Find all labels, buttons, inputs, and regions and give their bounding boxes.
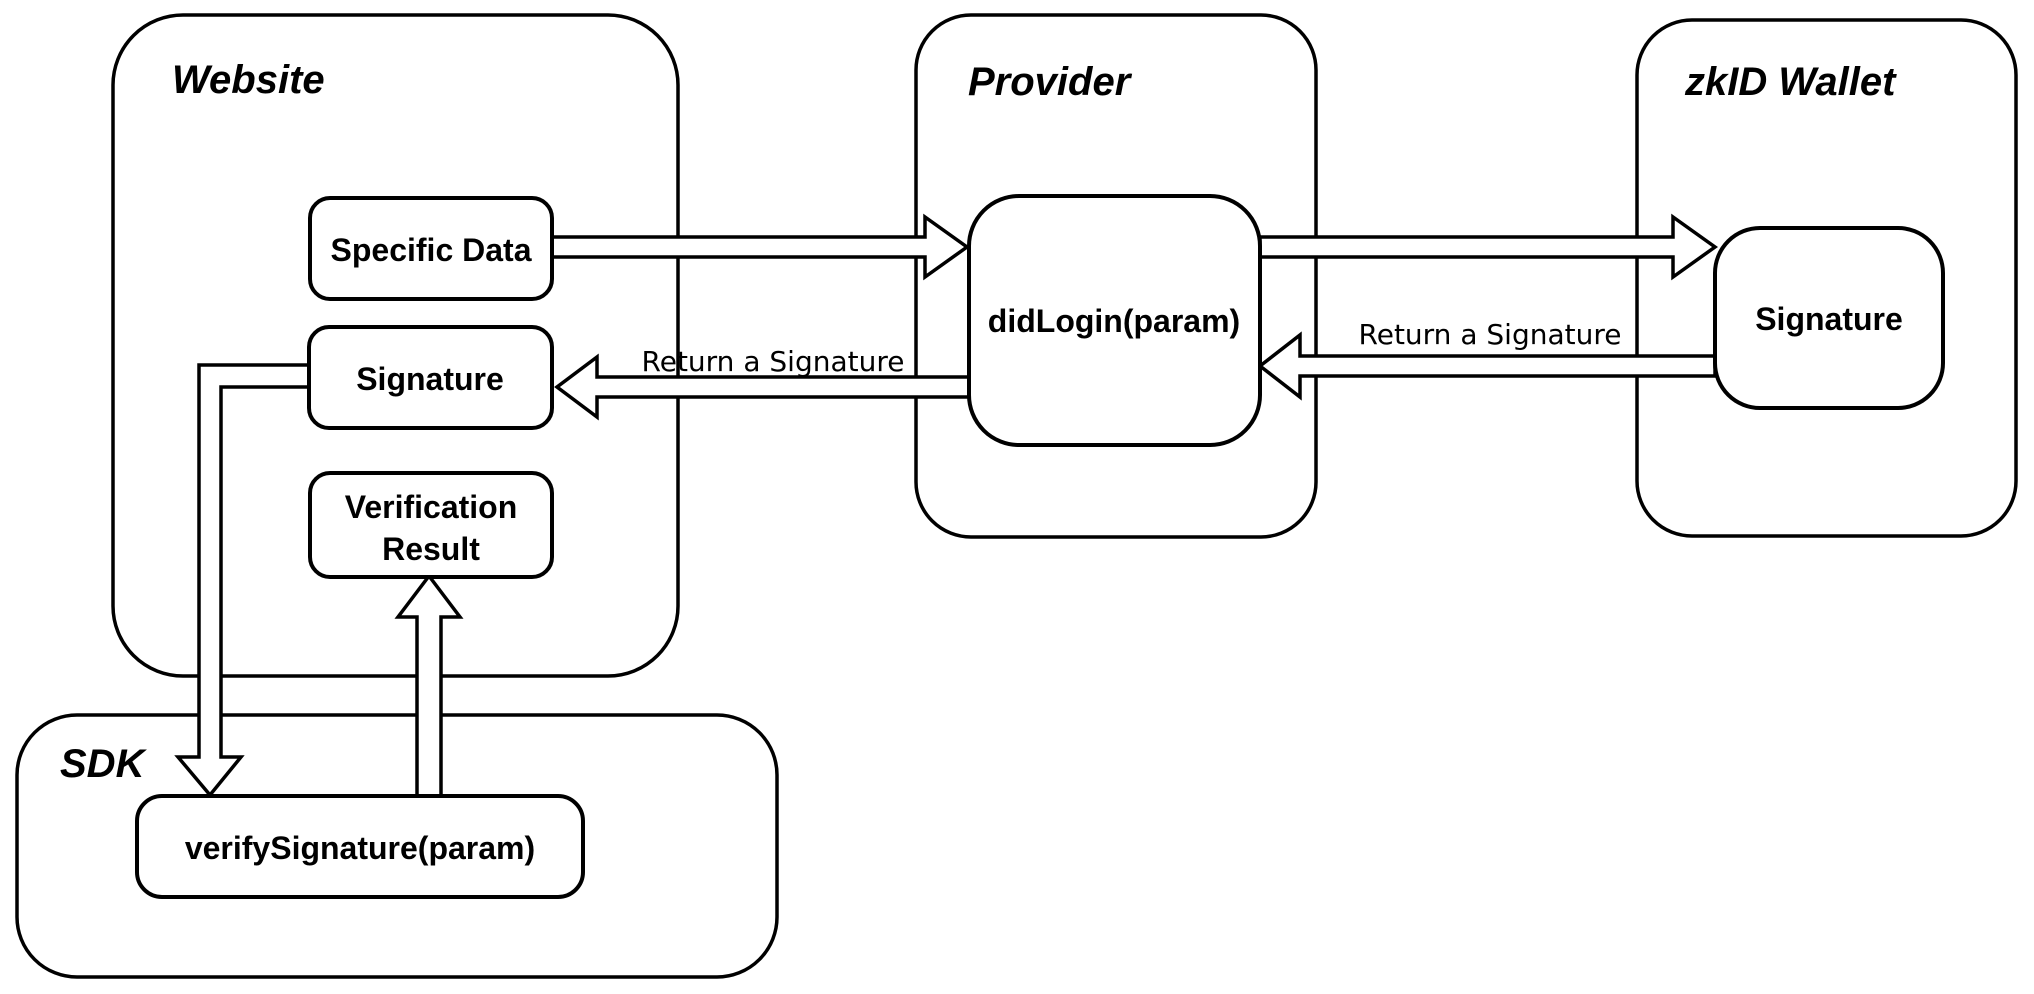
wallet-signature-node — [1713, 226, 1945, 410]
verification-result-label-line2: Result — [382, 531, 480, 567]
arrow-verify-signature-to-verification-result — [394, 573, 464, 798]
arrow-didlogin-to-wallet-signature — [1258, 213, 1719, 281]
arrow-wallet-signature-return-to-didlogin — [1257, 331, 1717, 401]
arrow-specific-data-to-didlogin — [550, 213, 971, 281]
sdk-container-label: SDK — [60, 742, 148, 786]
return-signature-label-provider-to-website: Return a Signature — [642, 345, 905, 378]
verify-signature-label: verifySignature(param) — [185, 830, 535, 866]
verify-signature-node — [135, 794, 585, 899]
arrow-website-signature-to-verify-signature — [174, 363, 311, 798]
provider-container-label: Provider — [968, 60, 1133, 104]
didlogin-label: didLogin(param) — [988, 303, 1240, 339]
specific-data-label: Specific Data — [331, 232, 532, 268]
wallet-signature-label: Signature — [1755, 301, 1903, 337]
return-signature-label-wallet-to-provider: Return a Signature — [1359, 318, 1622, 351]
didlogin-node — [967, 194, 1262, 447]
website-container-label: Website — [172, 58, 325, 102]
arrow-didlogin-return-to-website-signature — [554, 353, 971, 421]
specific-data-node — [308, 196, 554, 301]
verification-result-node — [308, 471, 554, 579]
zkid-wallet-container-label: zkID Wallet — [1684, 60, 1897, 104]
website-signature-label: Signature — [356, 361, 504, 397]
website-signature-node — [307, 325, 554, 430]
verification-result-label-line1: Verification — [345, 489, 518, 525]
